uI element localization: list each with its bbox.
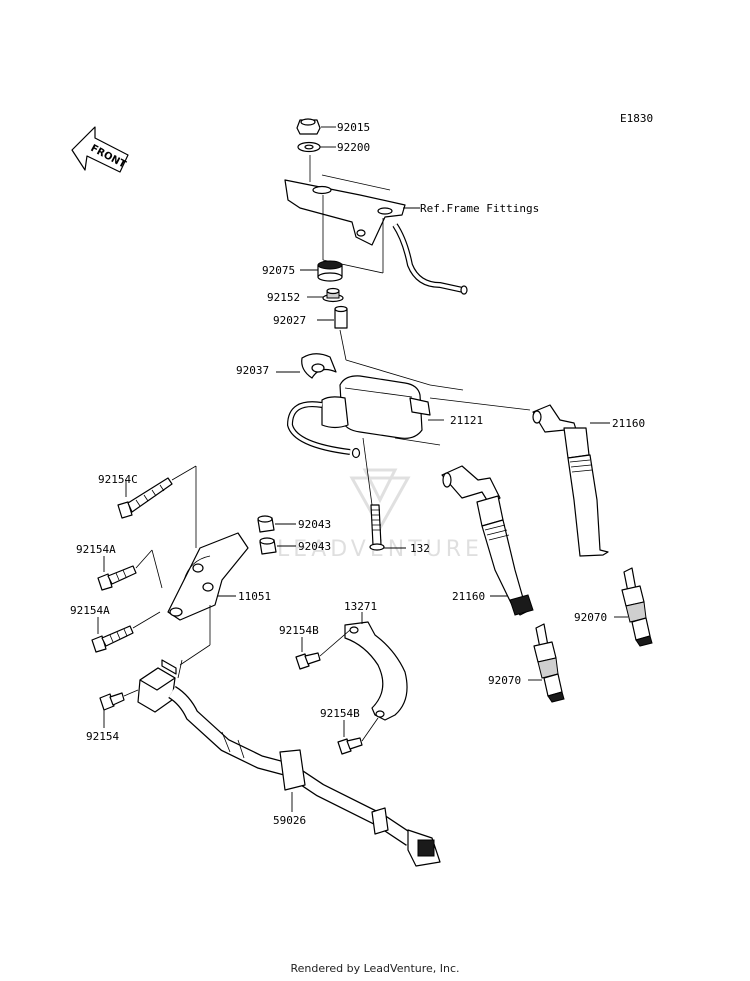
bolt-92154A-a (97, 549, 163, 591)
label-132: 132 (410, 542, 430, 555)
spark-plug-92070-right (614, 567, 653, 647)
label-92015: 92015 (337, 121, 370, 134)
label-11051: 11051 (238, 590, 271, 603)
spacer-92043-a (257, 515, 296, 533)
bolt-92154A-b (91, 611, 161, 653)
bolt-92154C (117, 465, 197, 519)
bolt-92154 (99, 689, 139, 728)
diagram-code: E1830 (620, 112, 653, 125)
label-92154A-b: 92154A (70, 604, 110, 617)
label-92154A-a: 92154A (76, 543, 116, 556)
label-92075: 92075 (262, 264, 295, 277)
label-92154B-a: 92154B (279, 624, 319, 637)
label-92027: 92027 (273, 314, 306, 327)
label-92154: 92154 (86, 730, 119, 743)
label-ref-frame-fittings: Ref.Frame Fittings (420, 202, 539, 215)
washer-92200 (297, 141, 336, 153)
label-92070-right: 92070 (574, 611, 607, 624)
grommet-92075 (300, 260, 343, 282)
bolt-92154B-a (295, 629, 351, 670)
clamp-92037 (276, 353, 337, 379)
label-92043-b: 92043 (298, 540, 331, 553)
collar-92152 (307, 287, 344, 303)
label-92152: 92152 (267, 291, 300, 304)
label-92200: 92200 (337, 141, 370, 154)
label-13271: 13271 (344, 600, 377, 613)
label-92154C: 92154C (98, 473, 138, 486)
spacer-92027 (317, 305, 348, 329)
bracket-11051 (167, 466, 249, 666)
label-92070-left: 92070 (488, 674, 521, 687)
bolt-132 (362, 437, 406, 551)
label-92043-a: 92043 (298, 518, 331, 531)
pickup-coil-59026 (137, 659, 441, 867)
frame-bracket (284, 155, 468, 295)
spacer-92043-b (259, 537, 296, 555)
label-92154B-b: 92154B (320, 707, 360, 720)
nut-92015 (296, 118, 336, 135)
plug-cap-21160-right (532, 404, 610, 557)
bolt-92154B-b (337, 717, 379, 755)
label-21160-left: 21160 (452, 590, 485, 603)
footer-credit: Rendered by LeadVenture, Inc. (290, 962, 460, 975)
label-59026: 59026 (273, 814, 306, 827)
label-92037: 92037 (236, 364, 269, 377)
label-21160-right: 21160 (612, 417, 645, 430)
spark-plug-92070-left (528, 623, 565, 703)
front-arrow-icon: FRONT (71, 126, 129, 173)
ignition-coil-21121 (286, 375, 444, 459)
plug-cap-21160-left (441, 465, 534, 616)
label-21121: 21121 (450, 414, 483, 427)
cover-13271 (344, 612, 408, 721)
